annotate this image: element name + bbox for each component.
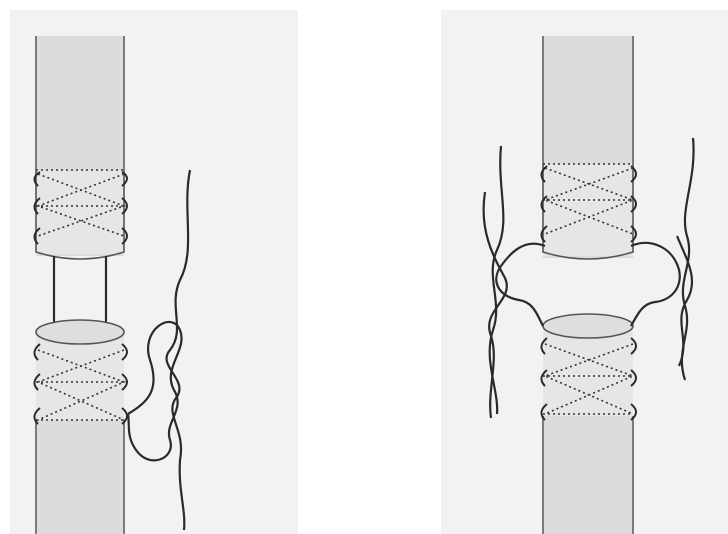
lower-tube (543, 314, 633, 534)
upper-tube (543, 36, 633, 259)
lower-tube (36, 320, 124, 534)
connecting-threads (54, 256, 106, 326)
panel-left (10, 10, 298, 534)
panel-right-illustration (441, 10, 728, 534)
upper-tube (36, 36, 124, 259)
thread-loop (128, 170, 190, 530)
panel-left-illustration (10, 10, 298, 534)
panel-right (441, 10, 728, 534)
